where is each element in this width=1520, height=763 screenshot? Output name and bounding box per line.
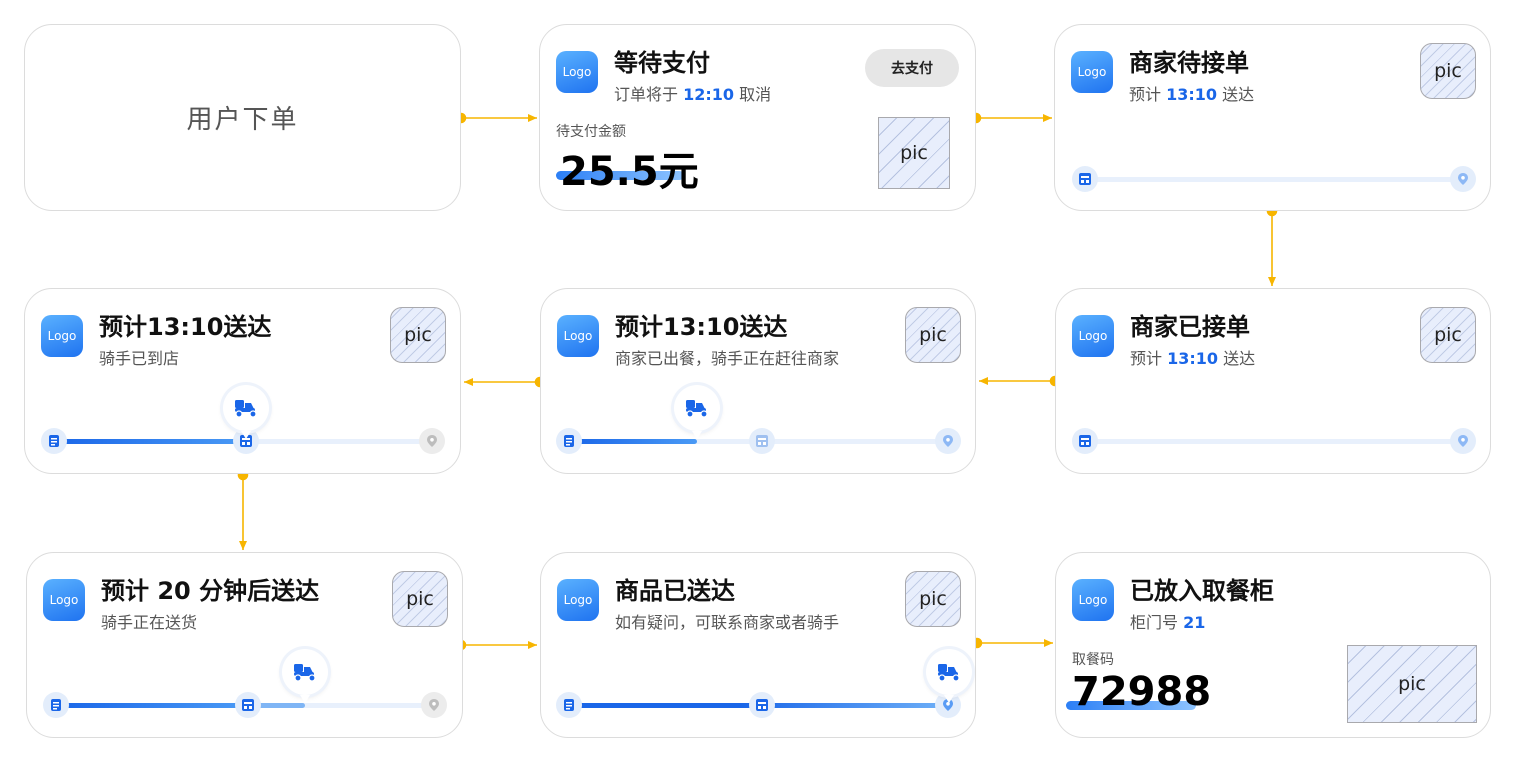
destination-icon bbox=[419, 428, 445, 454]
pickup-code-value: 72988 bbox=[1072, 669, 1212, 715]
pickup-code-label: 取餐码 bbox=[1072, 652, 1114, 668]
card-subtitle: 预计 13:10 送达 bbox=[1130, 349, 1256, 368]
card-subtitle: 预计 13:10 送达 bbox=[1129, 85, 1255, 104]
rider-scooter-icon bbox=[223, 385, 269, 439]
card-subtitle: 如有疑问，可联系商家或者骑手 bbox=[615, 613, 840, 632]
pay-button[interactable]: 去支付 bbox=[865, 49, 959, 87]
pickup-code-underline bbox=[1066, 701, 1196, 710]
card-subtitle: 订单将于 12:10 取消 bbox=[614, 85, 772, 104]
rider-scooter-icon bbox=[674, 385, 720, 439]
app-logo: Logo bbox=[43, 579, 85, 621]
app-logo: Logo bbox=[557, 315, 599, 357]
card-title: 已放入取餐柜 bbox=[1130, 577, 1274, 605]
amount-value: 25.5元 bbox=[560, 149, 699, 195]
amount-underline bbox=[556, 171, 684, 180]
card-subtitle: 骑手已到店 bbox=[99, 349, 180, 368]
app-logo: Logo bbox=[41, 315, 83, 357]
app-logo: Logo bbox=[557, 579, 599, 621]
start-node-label: 用户下单 bbox=[186, 105, 299, 135]
card-title: 等待支付 bbox=[614, 49, 710, 77]
app-logo: Logo bbox=[1072, 579, 1114, 621]
card-rider-delivering: Logo 预计 20 分钟后送达 骑手正在送货 pic bbox=[26, 552, 463, 738]
store-icon bbox=[1072, 428, 1098, 454]
card-merchant-pending: Logo 商家待接单 预计 13:10 送达 pic bbox=[1054, 24, 1491, 211]
card-title: 预计13:10送达 bbox=[615, 313, 788, 341]
merchant-image-placeholder: pic bbox=[905, 307, 961, 363]
destination-icon bbox=[1450, 428, 1476, 454]
progress-track bbox=[1083, 177, 1463, 182]
progress-fill-segment bbox=[248, 703, 305, 708]
progress-fill bbox=[53, 439, 246, 444]
card-delivered: Logo 商品已送达 如有疑问，可联系商家或者骑手 pic bbox=[540, 552, 976, 738]
merchant-image-placeholder: pic bbox=[390, 307, 446, 363]
card-pickup-locker: Logo 已放入取餐柜 柜门号 21 取餐码 72988 pic bbox=[1055, 552, 1491, 738]
card-title: 预计 20 分钟后送达 bbox=[101, 577, 320, 605]
card-title: 商家已接单 bbox=[1130, 313, 1250, 341]
locker-door-number: 21 bbox=[1183, 613, 1206, 632]
destination-icon bbox=[935, 428, 961, 454]
start-node-user-order: 用户下单 bbox=[24, 24, 461, 211]
eta-time: 13:10 bbox=[1166, 85, 1218, 104]
amount-label: 待支付金额 bbox=[556, 124, 626, 140]
eta-time: 13:10 bbox=[1167, 349, 1219, 368]
card-merchant-accepted: Logo 商家已接单 预计 13:10 送达 pic bbox=[1055, 288, 1491, 474]
card-title: 商品已送达 bbox=[615, 577, 735, 605]
cancel-time: 12:10 bbox=[683, 85, 735, 104]
merchant-image-placeholder: pic bbox=[392, 571, 448, 627]
order-icon bbox=[41, 428, 67, 454]
order-icon bbox=[556, 428, 582, 454]
destination-icon bbox=[1450, 166, 1476, 192]
order-icon bbox=[556, 692, 582, 718]
card-subtitle: 商家已出餐，骑手正在赶往商家 bbox=[615, 349, 840, 368]
store-icon bbox=[1072, 166, 1098, 192]
progress-track bbox=[1084, 439, 1464, 444]
app-logo: Logo bbox=[556, 51, 598, 93]
app-logo: Logo bbox=[1071, 51, 1113, 93]
card-subtitle: 骑手正在送货 bbox=[101, 613, 198, 632]
progress-fill bbox=[569, 439, 697, 444]
card-title: 商家待接单 bbox=[1129, 49, 1249, 77]
app-logo: Logo bbox=[1072, 315, 1114, 357]
locker-image-placeholder: pic bbox=[1347, 645, 1477, 723]
store-icon bbox=[749, 428, 775, 454]
order-icon bbox=[43, 692, 69, 718]
rider-scooter-icon bbox=[926, 649, 972, 703]
progress-fill bbox=[55, 703, 248, 708]
store-icon bbox=[235, 692, 261, 718]
card-subtitle: 柜门号 21 bbox=[1130, 613, 1206, 632]
merchant-image-placeholder: pic bbox=[905, 571, 961, 627]
destination-icon bbox=[421, 692, 447, 718]
product-image-placeholder: pic bbox=[878, 117, 950, 189]
card-awaiting-payment: Logo 等待支付 订单将于 12:10 取消 去支付 待支付金额 25.5元 … bbox=[539, 24, 976, 211]
rider-scooter-icon bbox=[282, 649, 328, 703]
card-rider-at-store: Logo 预计13:10送达 骑手已到店 pic bbox=[24, 288, 461, 474]
merchant-image-placeholder: pic bbox=[1420, 43, 1476, 99]
card-rider-heading-to-store: Logo 预计13:10送达 商家已出餐，骑手正在赶往商家 pic bbox=[540, 288, 976, 474]
merchant-image-placeholder: pic bbox=[1420, 307, 1476, 363]
store-icon bbox=[749, 692, 775, 718]
card-title: 预计13:10送达 bbox=[99, 313, 272, 341]
